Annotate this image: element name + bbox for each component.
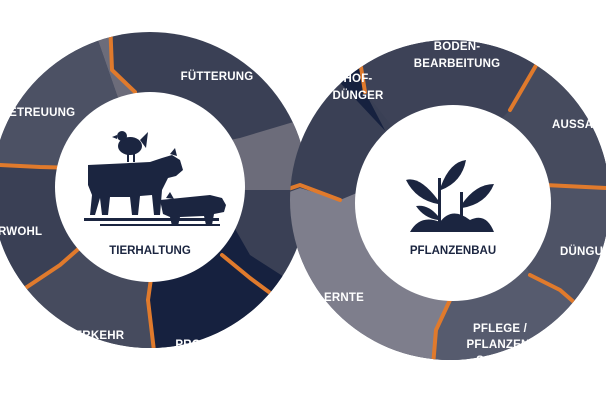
label-betreuung: BETREUUNG — [1, 107, 76, 119]
label-tierverkehr: TIERVERKEHR — [40, 330, 125, 342]
label-pflege-2: PFLANZEN- — [467, 339, 534, 351]
seedling-icon — [406, 160, 494, 232]
livestock-icon — [84, 131, 226, 226]
label-fuetterung: FÜTTERUNG — [181, 70, 254, 83]
label-aussaat: AUSSAAT — [552, 119, 606, 131]
label-tierwohl: RWOHL — [0, 226, 42, 238]
label-hofduenger-2: DÜNGER — [332, 89, 384, 102]
label-bodenbearbeitung-1: BODEN- — [434, 41, 481, 53]
label-pflege-3: SCHUTZ — [476, 355, 524, 367]
hub-label-tierhaltung: TIERHALTUNG — [109, 245, 191, 257]
label-hofduenger-1: HOF- — [344, 73, 373, 85]
label-ernte: ERNTE — [324, 292, 364, 304]
label-bodenbearbeitung-2: BEARBEITUNG — [414, 58, 501, 70]
label-produktion: PRODUKTION — [175, 339, 254, 351]
right-hub-circle — [355, 105, 551, 301]
hub-label-pflanzenbau: PFLANZENBAU — [410, 245, 496, 257]
label-pflege-1: PFLEGE / — [473, 323, 528, 335]
segment-bodenbearbeitung — [355, 40, 550, 200]
right-hub: PFLANZENBAU — [355, 105, 551, 301]
segment-labels: FÜTTERUNG BETREUUNG RWOHL TIERVERKEHR PR… — [0, 41, 606, 367]
left-hub: TIERHALTUNG — [55, 92, 245, 282]
label-duengung: DÜNGUNG — [560, 245, 606, 258]
